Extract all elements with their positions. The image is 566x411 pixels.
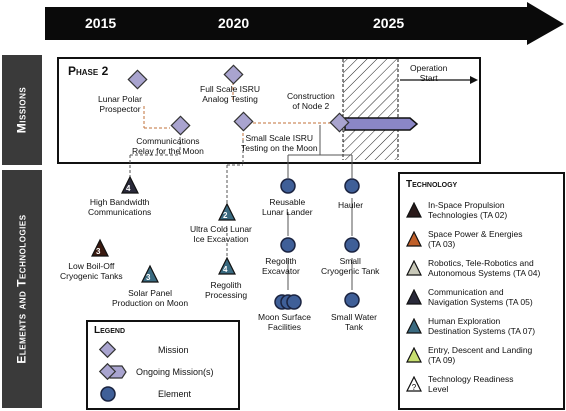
technology-icon-5 [406, 347, 422, 363]
element-high-bandwidth-label: High Bandwidth Communications [88, 197, 152, 217]
element-solar-panel-label: Solar Panel Production on Moon [112, 288, 189, 308]
element-moon-surface-label: Moon Surface Facilities [258, 312, 311, 332]
trl-triangle-regolith-processing [218, 256, 236, 275]
mission-small-isru-label: Small Scale ISRU Testing on the Moon [241, 133, 318, 153]
technology-item-label: Space Power & Energies (TA 03) [428, 229, 523, 249]
element-small-water-label: Small Water Tank [331, 312, 377, 332]
legend-element-label: Element [158, 389, 192, 399]
element-ultra-cold-label: Ultra Cold Lunar Ice Excavation [190, 224, 252, 244]
missions-sidebar: Missions [2, 55, 42, 165]
legend-ongoing-diamond [98, 362, 117, 381]
element-hauler-label: Hauler [338, 200, 364, 210]
technology-box: Technology In-Space Propulsion Technolog… [398, 172, 565, 410]
element-reusable-lander [280, 178, 296, 194]
elements-sidebar: Elements and Technologies [2, 170, 42, 408]
year-2025: 2025 [373, 15, 405, 31]
trl-ultra-cold: 2 [223, 211, 228, 220]
technology-icon-1 [406, 231, 422, 247]
trl-triangle-low-boiloff [91, 238, 109, 257]
element-low-boiloff-label: Low Boil-Off Cryogenic Tanks [60, 261, 123, 281]
element-regolith-excavator-label: Regolith Excavator [262, 256, 300, 276]
trl-regolith-processing: 4 [223, 265, 228, 274]
legend-mission-label: Mission [158, 345, 189, 355]
legend-box: Legend Mission Ongoing Mission(s) Elemen… [86, 320, 240, 410]
technology-icon-3 [406, 289, 422, 305]
timeline-arrow [45, 2, 564, 45]
mission-lunar-polar-label: Lunar Polar Prospector [98, 94, 142, 114]
year-2015: 2015 [85, 15, 117, 31]
svg-text:?: ? [412, 383, 417, 392]
trl-triangle-high-bandwidth [121, 175, 139, 194]
element-moon-surface-3 [286, 294, 302, 310]
missions-panel [57, 57, 481, 164]
element-regolith-excavator [280, 237, 296, 253]
mission-diamond-comm-relay [170, 115, 191, 136]
mission-comm-relay-label: Communications Relay for the Moon [132, 136, 204, 156]
technology-item-label: Communication and Navigation Systems (TA… [428, 287, 533, 307]
legend-title: Legend [94, 325, 126, 336]
legend-mission-diamond [98, 340, 117, 359]
legend-element-circle [100, 386, 116, 402]
element-small-cryo-label: Small Cryogenic Tank [321, 256, 380, 276]
technology-icon-6: ? [406, 376, 422, 392]
mission-diamond-small-isru [233, 111, 254, 132]
technology-icon-4 [406, 318, 422, 334]
technology-item-label: Robotics, Tele-Robotics and Autonomous S… [428, 258, 541, 278]
trl-low-boiloff: 3 [96, 247, 101, 256]
phase-label: Phase 2 [68, 64, 109, 78]
mission-diamond-node2 [329, 112, 350, 133]
element-hauler [344, 178, 360, 194]
technology-item-label: In-Space Propulsion Technologies (TA 02) [428, 200, 508, 220]
operation-start-label: Operation Start [410, 63, 448, 83]
year-2020: 2020 [218, 15, 250, 31]
technology-icon-2 [406, 260, 422, 276]
mission-diamond-full-scale-isru [223, 64, 244, 85]
legend-symbols [98, 340, 127, 402]
technology-item-label: Human Exploration Destination Systems (T… [428, 316, 536, 336]
element-reusable-lander-label: Reusable Lunar Lander [262, 197, 313, 217]
legend-ongoing-label: Ongoing Mission(s) [136, 367, 214, 377]
technology-icon-0 [406, 202, 422, 218]
element-small-cryo-tank [344, 237, 360, 253]
technology-item-label: Entry, Descent and Landing (TA 09) [428, 345, 533, 365]
mission-diamond-lunar-polar [127, 69, 148, 90]
trl-triangle-solar-panel [141, 264, 159, 283]
mission-full-scale-isru-label: Full Scale ISRU Analog Testing [200, 84, 260, 104]
trl-solar-panel: 3 [146, 273, 151, 282]
technology-title: Technology [406, 179, 458, 190]
trl-triangle-ultra-cold [218, 202, 236, 221]
element-regolith-processing-label: Regolith Processing [205, 280, 248, 300]
hatched-2025-region [343, 59, 398, 160]
technology-item-label: Technology Readiness Level [428, 374, 514, 394]
mission-node2-label: Construction of Node 2 [287, 91, 335, 111]
ongoing-mission-bar [344, 117, 419, 131]
trl-high-bandwidth: 4 [126, 184, 131, 193]
element-small-water-tank [344, 292, 360, 308]
